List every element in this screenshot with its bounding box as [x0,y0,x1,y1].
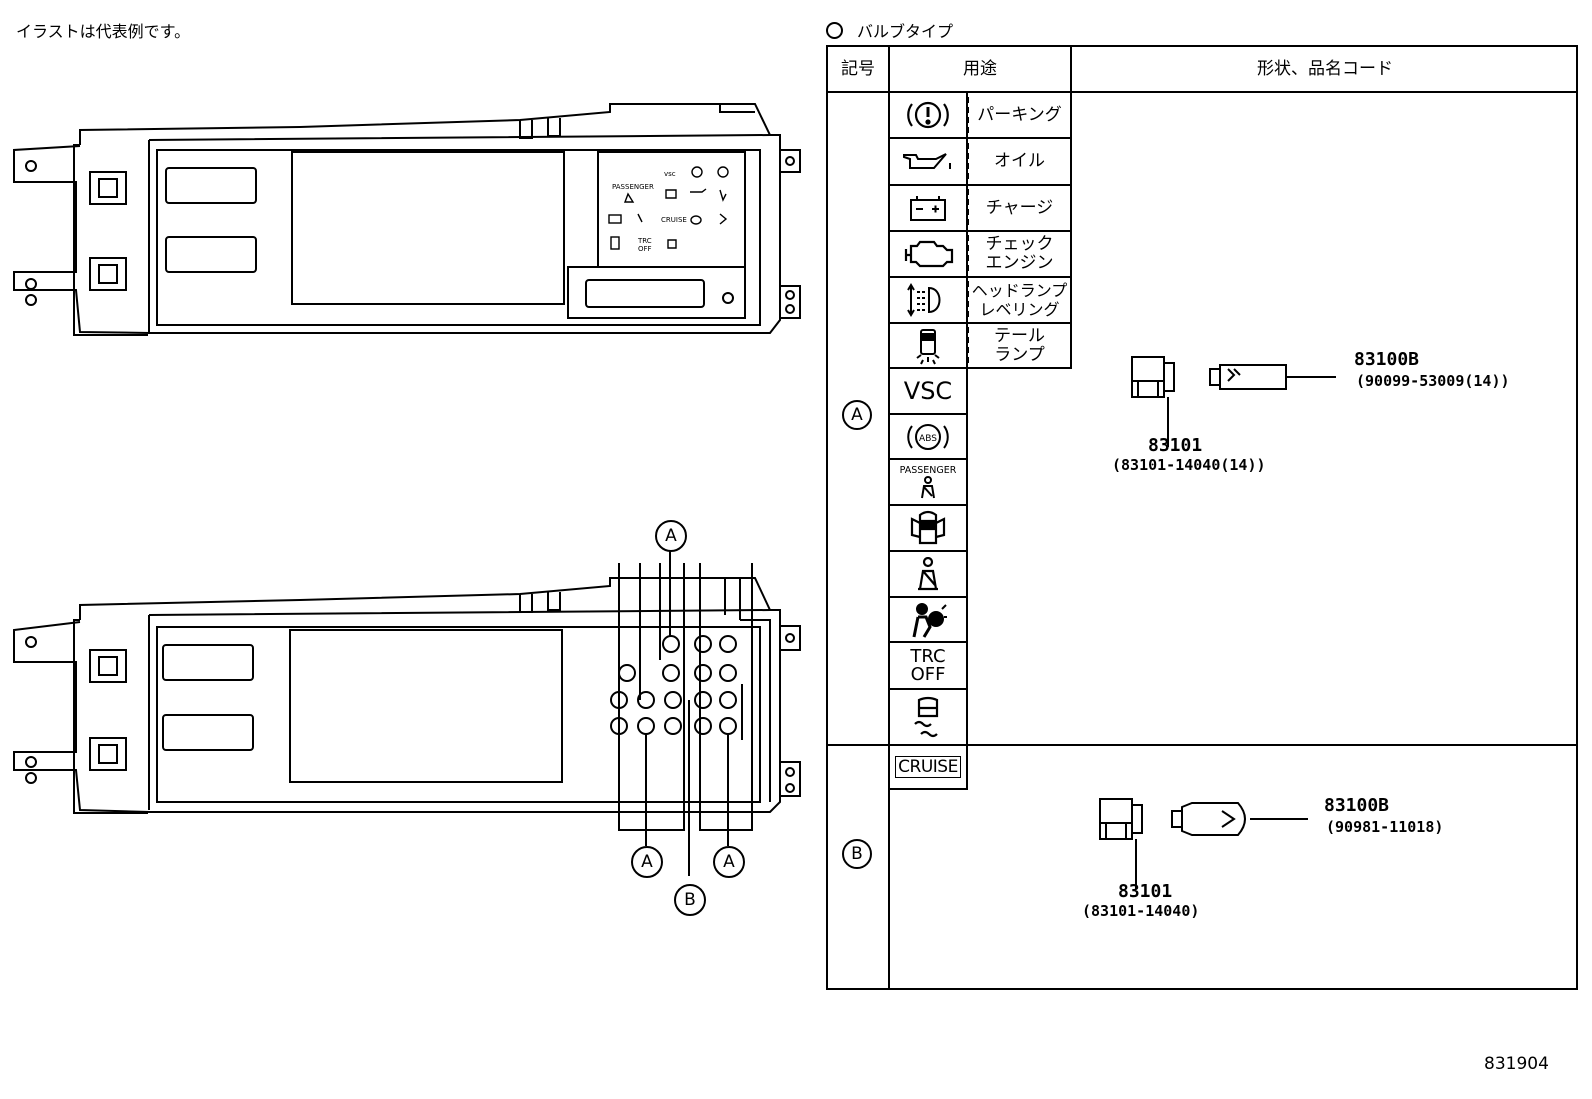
check-engine-icon [890,232,966,276]
cruise-icon: CRUISE [890,746,966,788]
passenger-seatbelt-icon: PASSENGER [890,460,966,504]
header-symbol: 記号 [841,59,875,79]
cruise-text: CRUISE [895,756,961,778]
vsc-text: VSC [903,377,953,405]
usage-headlamp-leveling: ヘッドランプ レベリング [971,281,1068,319]
callout-a-top: A [655,520,687,552]
header-shape-code: 形状、品名コード [1257,59,1393,79]
diagram-id: 831904 [1484,1054,1549,1074]
meter-illustration-bottom [13,546,801,876]
callout-b-bottom: B [674,884,706,916]
svg-text:OFF: OFF [638,245,652,253]
airbag-icon [890,598,966,641]
seatbelt-icon [890,552,966,596]
door-open-icon [890,506,966,550]
usage-tail-lamp: テール ランプ [994,325,1045,365]
vsc-icon: VSC [890,369,966,413]
symbol-a: A [842,400,872,430]
headlamp-leveling-icon [890,278,966,322]
callout-a-bottom-right: A [713,846,745,878]
usage-check-engine: チェック エンジン [985,234,1054,273]
oil-icon [890,139,966,184]
bulb-type-label: バルブタイプ [857,22,954,41]
abs-text: ABS [919,434,937,444]
bullet-circle-icon [826,22,843,39]
svg-text:PASSENGER: PASSENGER [612,183,654,191]
svg-text:TRC: TRC [637,237,652,245]
battery-icon [890,186,966,230]
socket-b-code: (83101-14040) [1082,902,1200,920]
slip-indicator-icon [890,690,966,744]
socket-bulb-b-drawing [1099,798,1308,889]
tail-lamp-icon [890,324,966,367]
parking-brake-icon [890,93,966,137]
usage-oil: オイル [994,151,1045,171]
bulb-b-part: 83100B [1324,795,1390,816]
header-usage: 用途 [963,59,997,79]
usage-charge: チャージ [985,197,1054,218]
socket-bulb-a-drawing [1131,356,1336,447]
svg-text:vsc: vsc [664,170,676,178]
bulb-b-code: (90981-11018) [1326,818,1444,836]
callout-a-bottom-left: A [631,846,663,878]
bulb-table: 記号 用途 形状、品名コード A B パーキング オイル チャージ チェック エ… [826,45,1578,990]
trc-off-text: TRC OFF [910,645,946,685]
trc-off-icon: TRC OFF [890,643,966,688]
bulb-a-code: (90099-53009(14)) [1356,372,1510,390]
socket-a-code: (83101-14040(14)) [1112,456,1266,474]
socket-b-part: 83101 [1118,881,1173,902]
illustration-note: イラストは代表例です。 [16,22,191,41]
bulb-type-title: バルブタイプ [826,18,953,42]
abs-icon: ABS [890,415,966,458]
usage-parking: パーキング [977,104,1062,125]
passenger-text: PASSENGER [899,464,957,476]
svg-text:CRUISE: CRUISE [661,216,687,224]
socket-a-part: 83101 [1148,435,1203,456]
bulb-a-part: 83100B [1354,349,1420,370]
symbol-b: B [842,839,872,869]
